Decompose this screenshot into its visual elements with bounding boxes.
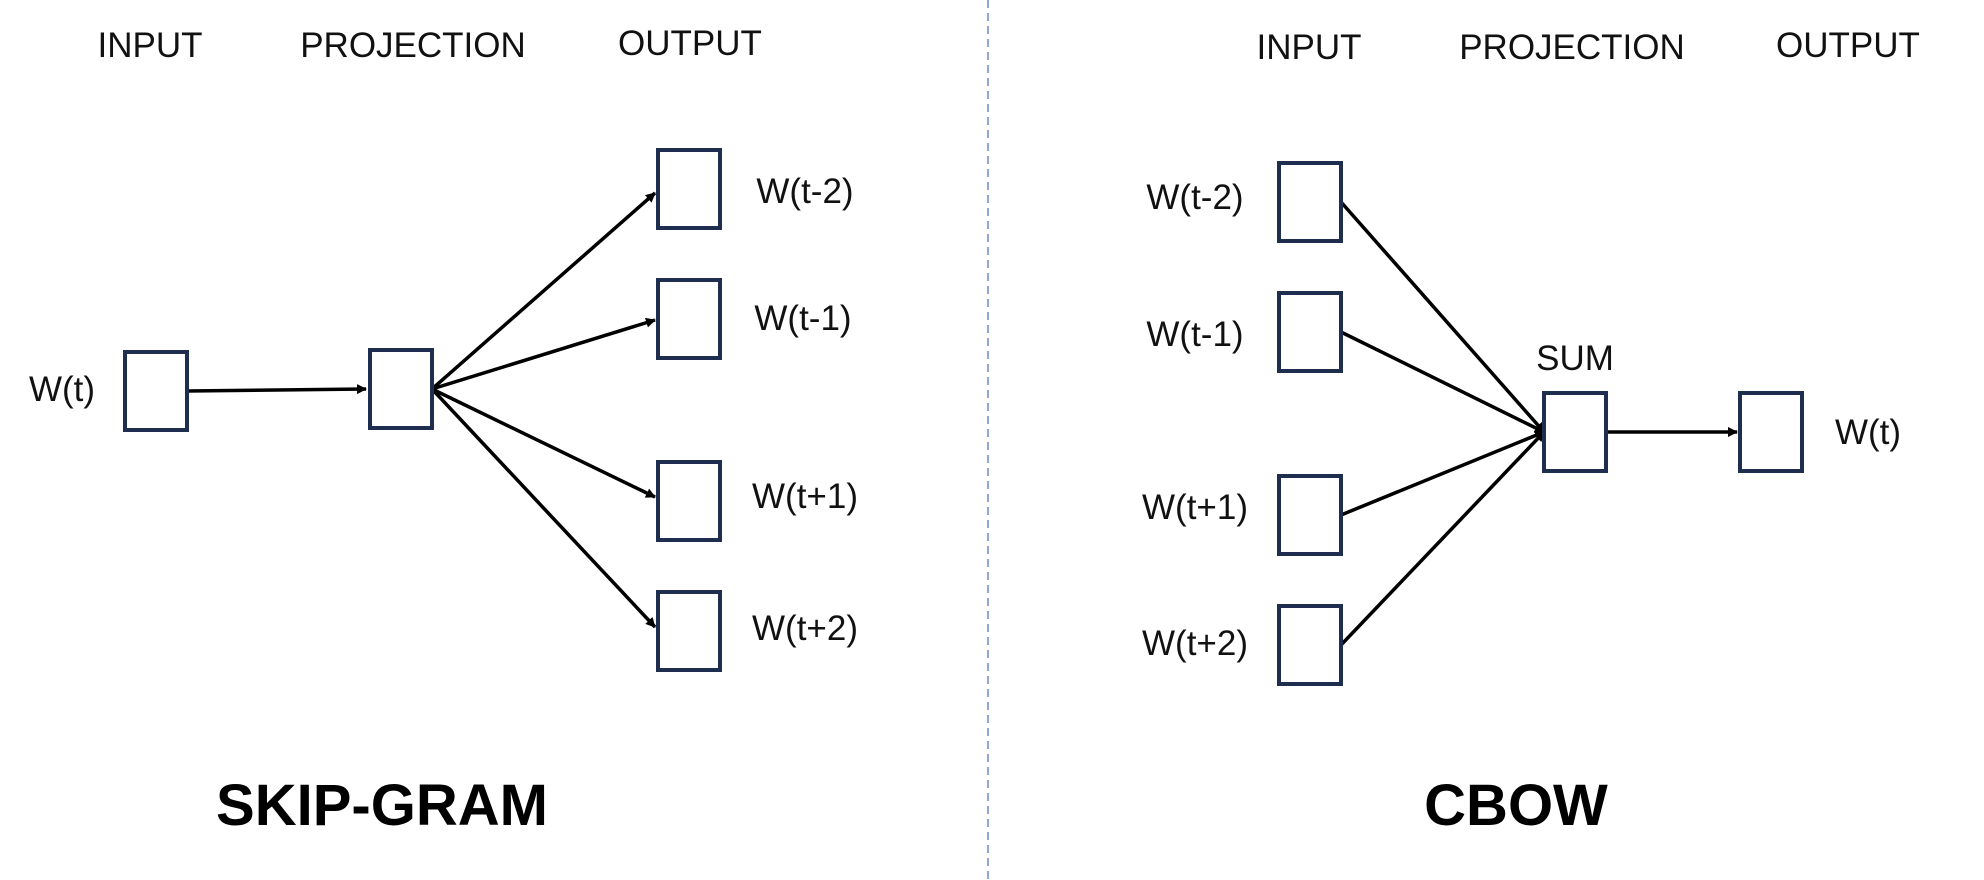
cbow-output-header: OUTPUT bbox=[1776, 26, 1920, 65]
cbow-input-label-3: W(t+1) bbox=[1142, 488, 1248, 527]
skipgram-input-label: W(t) bbox=[29, 370, 95, 409]
cbow-input-header: INPUT bbox=[1257, 28, 1362, 67]
skipgram-output-label-2: W(t-1) bbox=[754, 299, 851, 338]
skipgram-edge-to-w-t-2 bbox=[430, 191, 657, 391]
cbow-edge-from-w-t+2 bbox=[1339, 430, 1546, 647]
skipgram-title: SKIP-GRAM bbox=[216, 773, 548, 838]
skipgram-projection-node bbox=[368, 348, 434, 430]
cbow-input-node-3 bbox=[1277, 474, 1343, 556]
cbow-input-label-1: W(t-2) bbox=[1146, 178, 1243, 217]
skipgram-output-label-1: W(t-2) bbox=[756, 172, 853, 211]
skipgram-edge-to-w-t+2 bbox=[430, 387, 657, 629]
skipgram-edge-input-projection bbox=[186, 384, 367, 395]
skipgram-output-node-3 bbox=[656, 460, 722, 542]
skipgram-output-node-2 bbox=[656, 278, 722, 360]
cbow-title: CBOW bbox=[1424, 773, 1608, 838]
cbow-input-node-4 bbox=[1277, 604, 1343, 686]
skipgram-projection-header: PROJECTION bbox=[300, 26, 526, 65]
skipgram-edge-to-w-t+1 bbox=[431, 387, 656, 499]
cbow-edge-from-w-t-1 bbox=[1340, 330, 1545, 434]
cbow-projection-node bbox=[1542, 391, 1608, 473]
cbow-output-label: W(t) bbox=[1835, 413, 1901, 452]
cbow-edge-from-w-t-2 bbox=[1339, 200, 1546, 434]
cbow-input-node-2 bbox=[1277, 291, 1343, 373]
skipgram-edge-to-w-t-1 bbox=[431, 317, 656, 391]
cbow-input-node-1 bbox=[1277, 161, 1343, 243]
cbow-edge-from-w-t+1 bbox=[1340, 430, 1545, 517]
skipgram-input-node bbox=[123, 350, 189, 432]
skipgram-panel: INPUT PROJECTION OUTPUT W(t) W(t-2) W(t-… bbox=[29, 24, 858, 838]
cbow-output-node bbox=[1738, 391, 1804, 473]
skipgram-output-label-3: W(t+1) bbox=[752, 477, 858, 516]
skipgram-output-node-1 bbox=[656, 148, 722, 230]
skipgram-output-node-4 bbox=[656, 590, 722, 672]
skipgram-input-header: INPUT bbox=[98, 26, 203, 65]
skipgram-output-label-4: W(t+2) bbox=[752, 609, 858, 648]
cbow-projection-label: SUM bbox=[1536, 339, 1614, 378]
skipgram-output-header: OUTPUT bbox=[618, 24, 762, 63]
cbow-panel: INPUT PROJECTION OUTPUT W(t-2) W(t-1) W(… bbox=[1142, 26, 1920, 838]
cbow-input-label-2: W(t-1) bbox=[1146, 315, 1243, 354]
cbow-projection-header: PROJECTION bbox=[1459, 28, 1685, 67]
cbow-input-label-4: W(t+2) bbox=[1142, 624, 1248, 663]
